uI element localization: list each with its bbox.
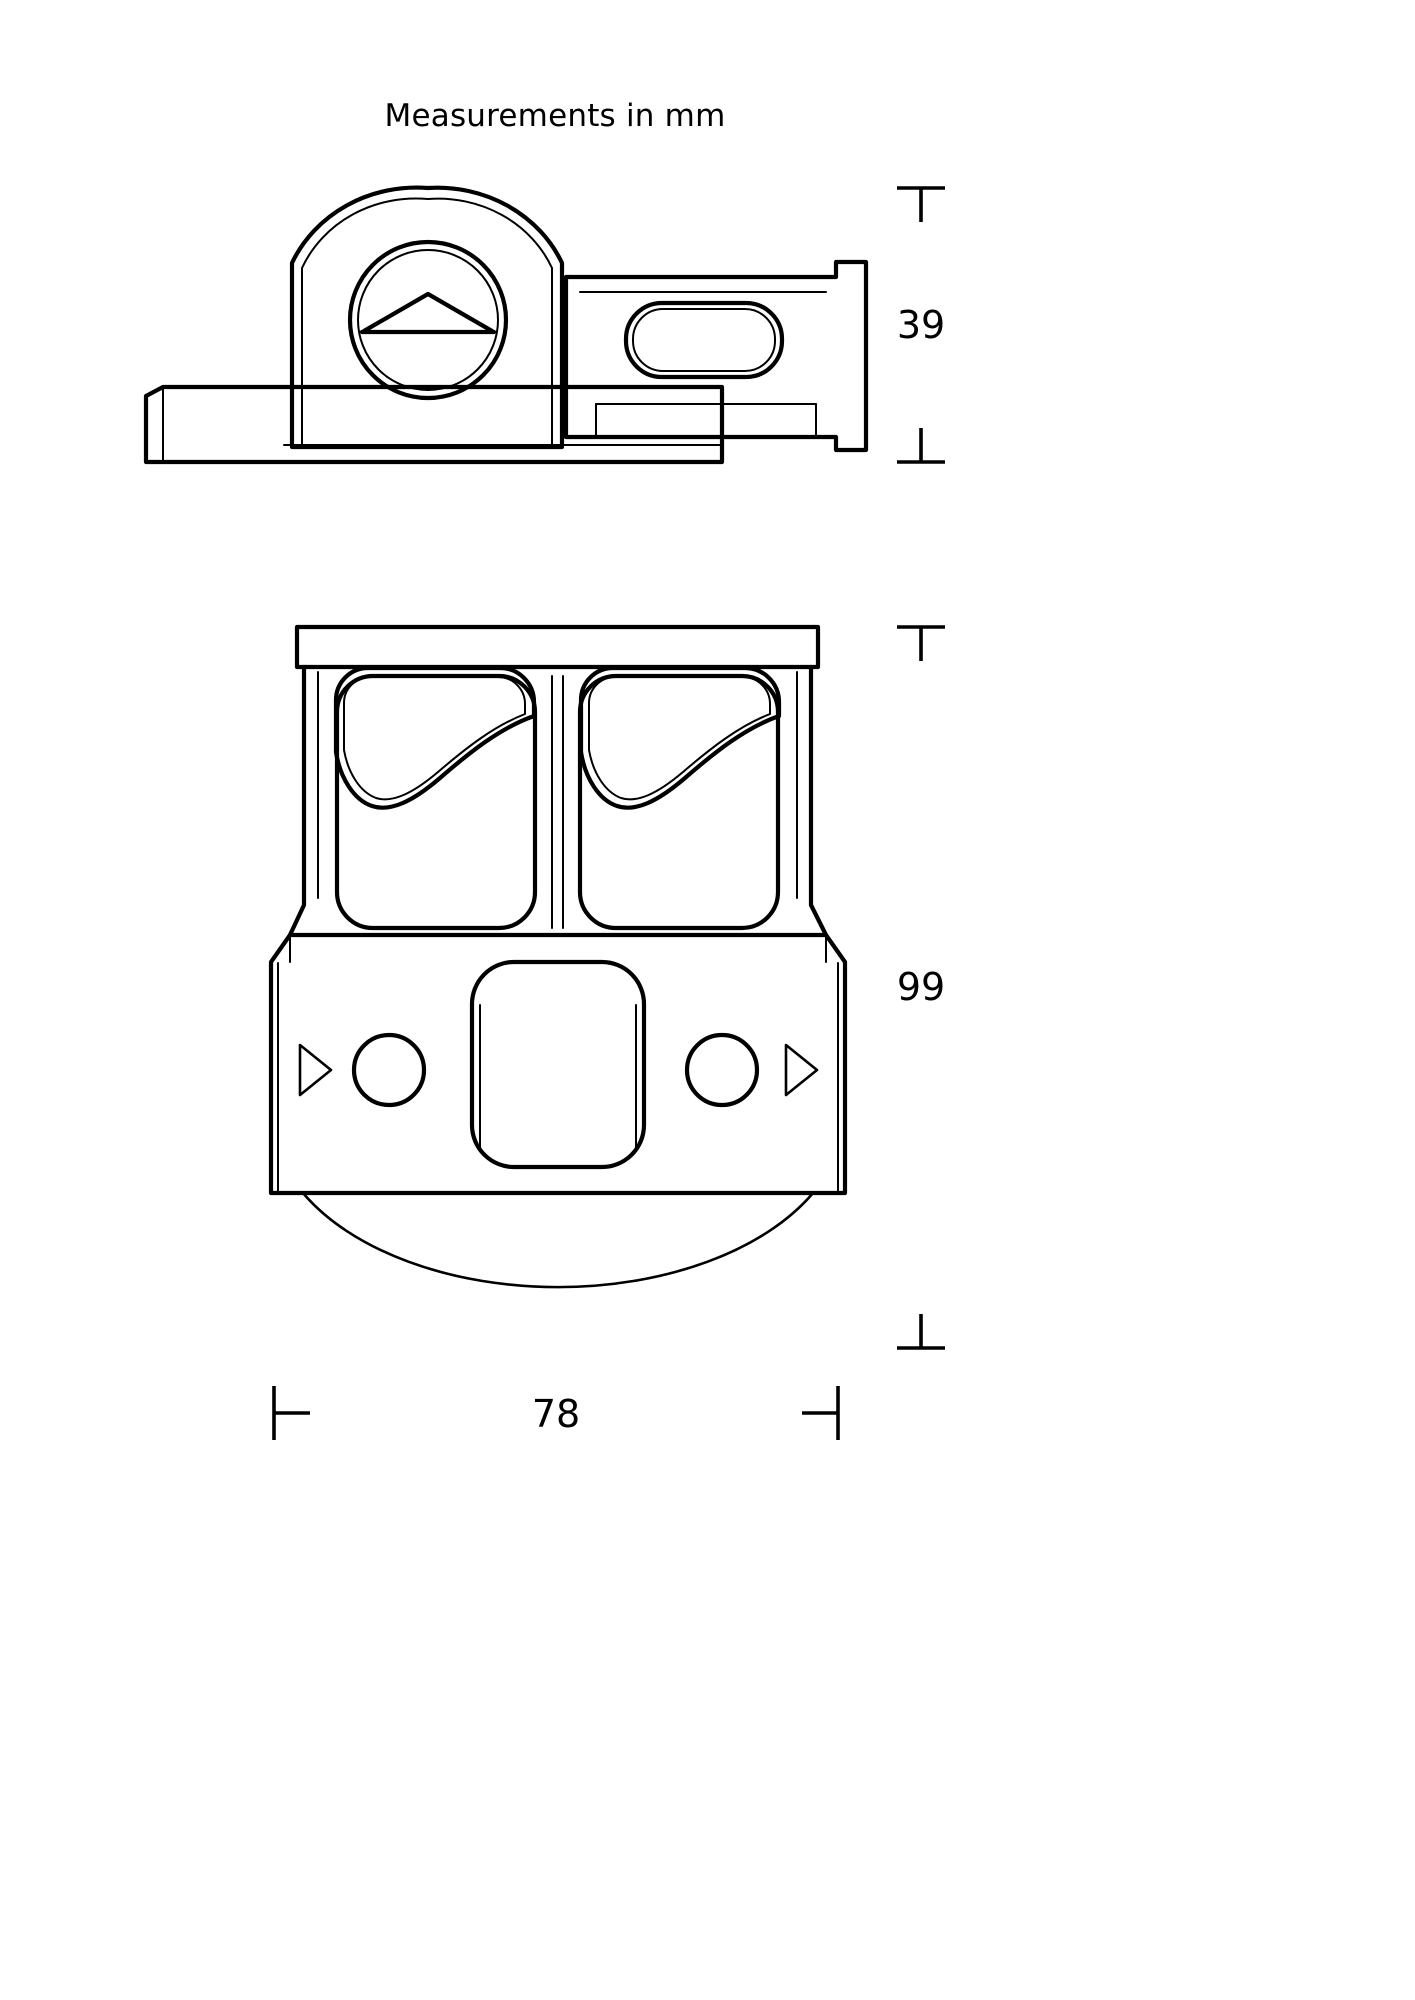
plan-right-shoulder-outer [808, 664, 829, 938]
plan-main-body [268, 932, 848, 1196]
right-body-aperture-outer [623, 300, 785, 380]
circular-boss-outer [347, 239, 509, 401]
dimension-label-78: 78 [532, 1392, 580, 1436]
plan-left-shoulder-outer [287, 664, 307, 938]
plan-right-cutout-kidney-inner [588, 676, 771, 801]
right-body-aperture-inner [632, 308, 776, 372]
circular-boss-inner [357, 249, 499, 391]
dimension-78-group: 78 [272, 1386, 840, 1440]
plan-right-cutout-outer [577, 673, 781, 931]
plan-left-hole [351, 1032, 427, 1108]
dimension-label-39: 39 [897, 303, 945, 347]
dimension-39-group: 39 [897, 186, 945, 464]
arch-housing-outer [289, 185, 565, 450]
right-body-block [563, 259, 869, 453]
plan-top-crossbar [294, 624, 821, 670]
plan-left-cutout-kidney [333, 665, 537, 810]
dimension-label-99: 99 [897, 965, 945, 1009]
plan-left-triangle-pointer-icon [298, 1043, 333, 1097]
side-elevation-view: 39 [143, 185, 945, 465]
boss-chevron-icon [361, 291, 495, 334]
base-flange-plate [143, 384, 725, 465]
plan-left-cutout-kidney-inner [343, 676, 526, 801]
plan-bottom-semicircle [301, 1191, 815, 1289]
plan-right-hole [684, 1032, 760, 1108]
arch-housing-inner [301, 197, 553, 448]
plan-view: 99 78 [268, 624, 945, 1440]
plan-right-cutout-kidney [578, 665, 782, 810]
title-measurements-in-mm: Measurements in mm [385, 98, 726, 134]
plan-right-triangle-pointer-icon [784, 1043, 819, 1097]
dimension-99-group: 99 [897, 625, 945, 1350]
plan-center-recess-outer [469, 959, 647, 1170]
